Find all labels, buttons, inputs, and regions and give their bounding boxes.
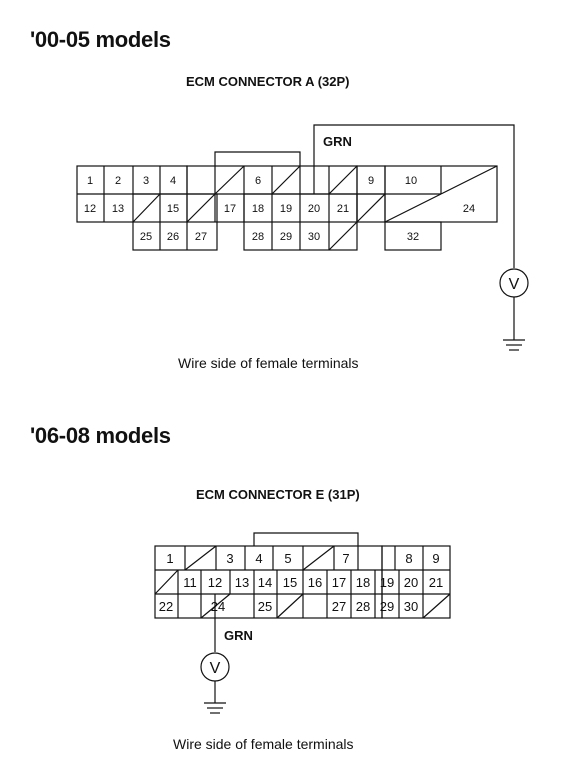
pin-label: 30	[404, 599, 418, 614]
pin-label: 28	[252, 231, 264, 243]
connector-a	[76, 124, 529, 351]
pin-label: 27	[332, 599, 346, 614]
pin-label: 15	[167, 203, 179, 215]
pin-label: 13	[112, 203, 124, 215]
pin-label: 29	[280, 231, 292, 243]
pin-label: 15	[283, 575, 297, 590]
pin-label: 22	[159, 599, 173, 614]
pin-label: 17	[332, 575, 346, 590]
pin-label: 24	[463, 203, 475, 215]
pin-label: 4	[170, 175, 176, 187]
pin-label: 3	[226, 551, 233, 566]
connector-a-title: ECM CONNECTOR A (32P)	[186, 74, 350, 89]
pin-label: 2	[115, 175, 121, 187]
grn-label-e: GRN	[224, 628, 253, 643]
pin-label: 9	[432, 551, 439, 566]
grn-label-a: GRN	[323, 134, 352, 149]
pin-label: 18	[356, 575, 370, 590]
pin-label: 18	[252, 203, 264, 215]
pin-label: 32	[407, 231, 419, 243]
pin-label: 12	[84, 203, 96, 215]
pin-label: 30	[308, 231, 320, 243]
pin-label: 1	[87, 175, 93, 187]
connector-e-caption: Wire side of female terminals	[173, 736, 354, 752]
pin-label: 5	[284, 551, 291, 566]
pin-label: 28	[356, 599, 370, 614]
pin-label: 12	[208, 575, 222, 590]
pin-label: 19	[380, 575, 394, 590]
connector-a-caption: Wire side of female terminals	[178, 355, 359, 371]
grn-wire-a	[313, 124, 515, 268]
pin-label: 16	[308, 575, 322, 590]
pin-label: 25	[140, 231, 152, 243]
pin-label: 19	[280, 203, 292, 215]
pin-label: 20	[404, 575, 418, 590]
pin-label: 14	[258, 575, 272, 590]
pin-label: 9	[368, 175, 374, 187]
pin-label: 17	[224, 203, 236, 215]
connector-a-pins: 1 2 3 4 6 9 10 12 13 15 17 18 19 20 21 2…	[84, 175, 475, 243]
connector-e-title: ECM CONNECTOR E (31P)	[196, 487, 360, 502]
connector-e	[154, 532, 451, 714]
pin-label: 27	[195, 231, 207, 243]
pin-label: 4	[255, 551, 262, 566]
voltmeter-a-symbol: V	[509, 276, 520, 293]
pin-label: 6	[255, 175, 261, 187]
pin-label: 21	[429, 575, 443, 590]
voltmeter-e-symbol: V	[210, 660, 221, 677]
pin-label: 3	[143, 175, 149, 187]
section2-title: '06-08 models	[30, 423, 171, 448]
pin-label: 11	[183, 575, 197, 590]
pin-label: 26	[167, 231, 179, 243]
pin-label: 1	[166, 551, 173, 566]
pin-label: 29	[380, 599, 394, 614]
pin-label: 21	[337, 203, 349, 215]
connector-e-pins: 1 3 4 5 7 8 9 11 12 13 14 15 16 17 18 19…	[159, 551, 443, 614]
pin-label: 20	[308, 203, 320, 215]
section1-title: '00-05 models	[30, 27, 171, 52]
pin-label: 8	[405, 551, 412, 566]
pin-label: 25	[258, 599, 272, 614]
pin-label: 24	[211, 599, 225, 614]
pin-label: 10	[405, 175, 417, 187]
pin-label: 7	[342, 551, 349, 566]
pin-label: 13	[235, 575, 249, 590]
